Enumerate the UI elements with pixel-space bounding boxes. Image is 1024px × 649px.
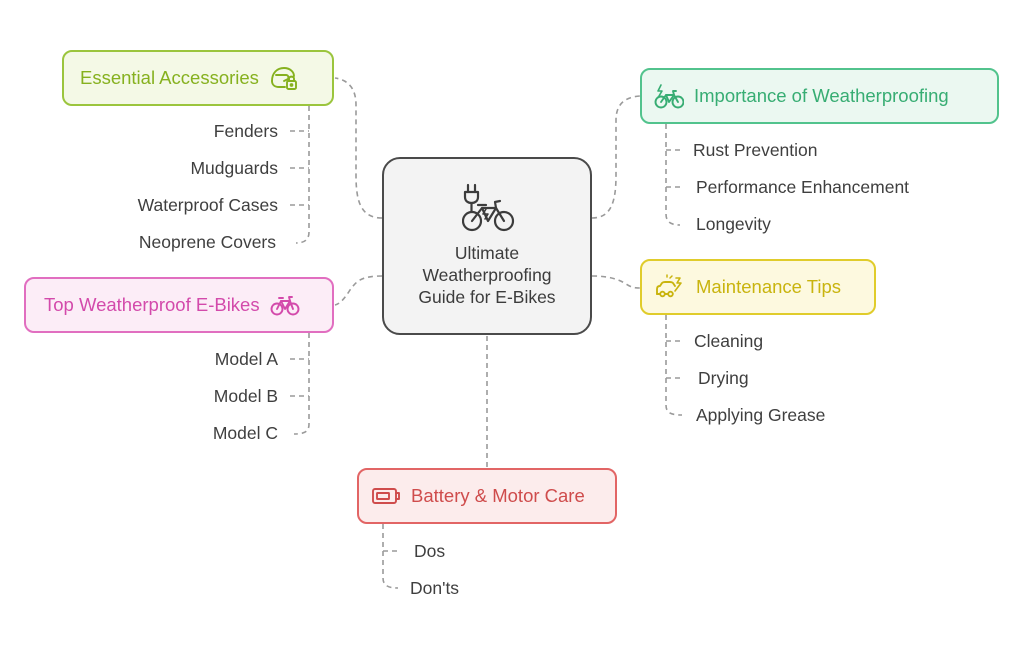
connector-importance-leaves: [665, 124, 681, 226]
topic-label: Maintenance Tips: [696, 276, 842, 297]
electric-bike-icon: [654, 83, 684, 109]
topic-essential-accessories[interactable]: Essential Accessories: [62, 50, 334, 106]
leaf-waterproof-cases: Waterproof Cases: [137, 195, 278, 215]
leaf-fenders: Fenders: [213, 121, 278, 141]
bicycle-icon: [270, 292, 300, 318]
leaf-dos: Dos: [414, 541, 446, 561]
leaf-model-b: Model B: [213, 386, 278, 406]
topic-label: Battery & Motor Care: [411, 485, 585, 506]
connector-center-top-ebikes: [334, 275, 383, 306]
leaf-applying-grease: Applying Grease: [696, 405, 826, 425]
topic-label: Importance of Weatherproofing: [694, 85, 949, 106]
connector-top-ebikes-leaves: [293, 333, 310, 435]
topic-battery-motor-care[interactable]: Battery & Motor Care: [357, 468, 617, 524]
connector-maintenance-leaves: [665, 315, 683, 416]
connector-battery-leaves: [382, 524, 399, 589]
central-topic[interactable]: Ultimate Weatherproofing Guide for E-Bik…: [382, 157, 592, 335]
topic-label: Top Weatherproof E-Bikes: [44, 294, 260, 315]
leaf-performance-enhancement: Performance Enhancement: [696, 177, 910, 197]
battery-icon: [371, 483, 401, 509]
leaf-neoprene-covers: Neoprene Covers: [138, 232, 276, 252]
maintenance-car-icon: [654, 274, 684, 300]
leaf-mudguards: Mudguards: [190, 158, 278, 178]
topic-importance-of-weatherproofing[interactable]: Importance of Weatherproofing: [640, 68, 999, 124]
connector-accessories-leaves: [295, 106, 310, 244]
connector-center-maintenance: [591, 275, 641, 289]
leaf-model-a: Model A: [214, 349, 278, 369]
connector-center-importance: [591, 95, 641, 219]
leaf-donts: Don'ts: [410, 578, 460, 598]
leaf-drying: Drying: [698, 368, 749, 388]
topic-label: Essential Accessories: [80, 67, 259, 88]
helmet-lock-icon: [269, 65, 299, 91]
connector-center-accessories: [334, 77, 383, 219]
central-topic-title: Ultimate Weatherproofing Guide for E-Bik…: [418, 243, 556, 307]
topic-top-weatherproof-ebikes[interactable]: Top Weatherproof E-Bikes: [24, 277, 334, 333]
leaf-cleaning: Cleaning: [694, 331, 764, 351]
leaf-rust-prevention: Rust Prevention: [693, 140, 818, 160]
topic-maintenance-tips[interactable]: Maintenance Tips: [640, 259, 876, 315]
electric-bike-plug-icon: [461, 183, 516, 233]
leaf-model-c: Model C: [212, 423, 278, 443]
leaf-longevity: Longevity: [696, 214, 771, 234]
